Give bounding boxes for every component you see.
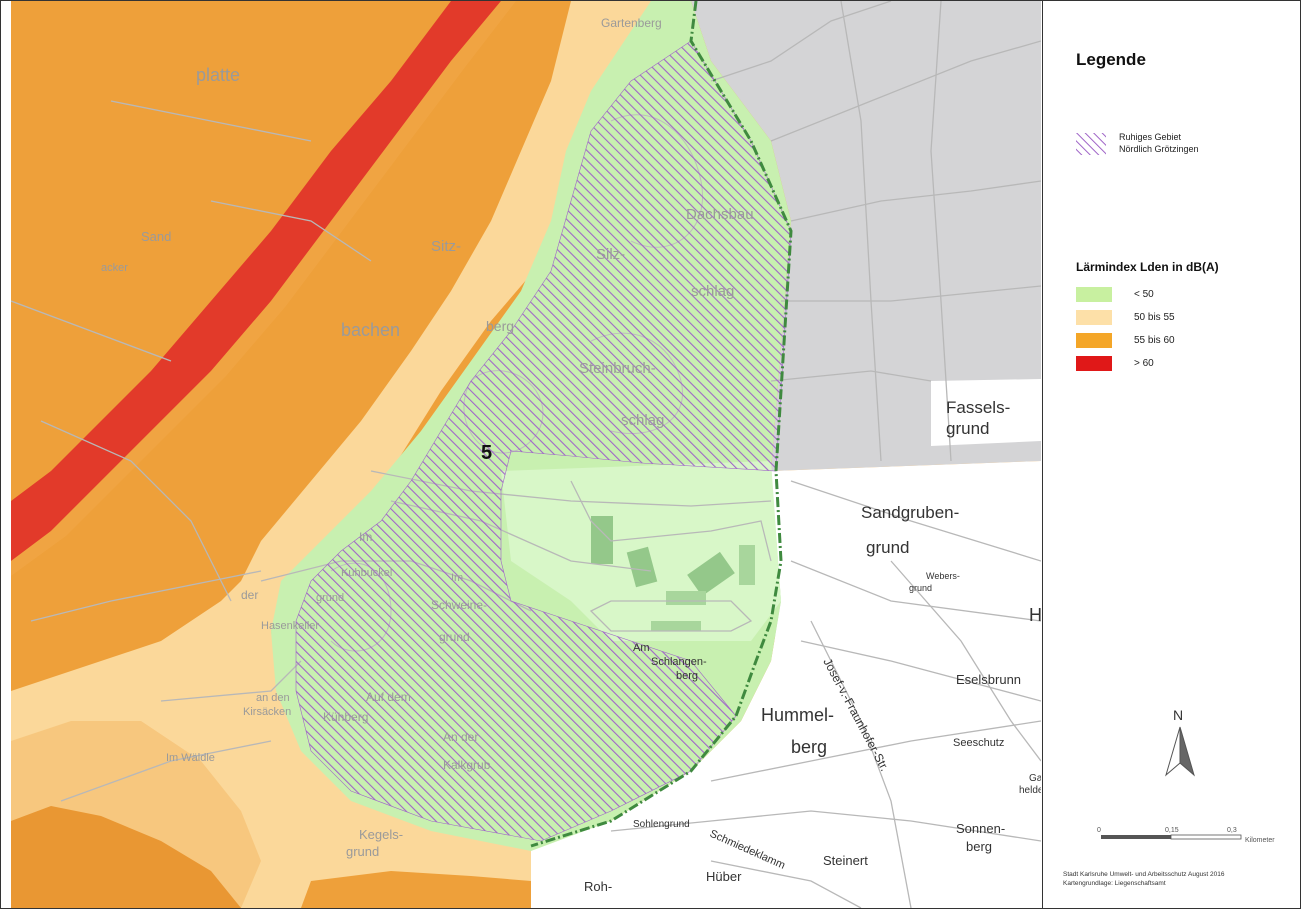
place-name: Hummel-: [761, 705, 834, 725]
place-name: schlag: [691, 283, 734, 300]
place-name: grund: [316, 592, 344, 604]
place-name: Sonnen-: [956, 821, 1005, 836]
place-name: Am: [633, 642, 650, 654]
noise-map[interactable]: 5 platte Gartenberg Sand acker Sitz- bac…: [11, 1, 1041, 908]
legend-swatch: [1076, 287, 1112, 302]
place-name: an den: [256, 692, 290, 704]
place-name: Fassels-: [946, 398, 1010, 417]
noise-zone-bottom-band: [301, 871, 531, 908]
building: [591, 516, 613, 564]
place-name: grund: [909, 583, 932, 593]
north-label: N: [1173, 707, 1184, 723]
credits-line-1: Stadt Karlsruhe Umwelt- und Arbeitsschut…: [1063, 871, 1225, 878]
place-name: H: [1029, 605, 1041, 625]
building: [626, 546, 658, 588]
building: [739, 545, 755, 585]
noise-zone-50-55-upper: [241, 1, 691, 581]
legend-class-label: < 50: [1134, 289, 1154, 300]
scale-tick-1: 0,15: [1165, 827, 1179, 834]
place-name: Gartenberg: [601, 16, 662, 30]
place-name: Seeschutz: [953, 737, 1004, 749]
place-name: Steinert: [823, 853, 868, 868]
map-credits: Stadt Karlsruhe Umwelt- und Arbeitsschut…: [1063, 870, 1298, 888]
place-name: Sohlengrund: [633, 819, 690, 830]
place-name: Roh-: [584, 879, 612, 894]
place-name: An der: [443, 730, 478, 744]
fasselsgrund-block: [931, 379, 1041, 446]
place-name: Sand: [141, 229, 171, 244]
area-number: 5: [481, 442, 492, 464]
noise-zone-lower-left-dark: [11, 806, 241, 908]
place-name: acker: [101, 262, 128, 274]
place-name: bachen: [341, 320, 400, 340]
north-arrow-icon: [1165, 726, 1195, 777]
legend-swatch: [1076, 333, 1112, 348]
place-name: Sitz-: [431, 238, 461, 255]
place-name: berg: [791, 737, 827, 757]
place-name: Kirsäcken: [243, 706, 291, 718]
residential-area: [531, 461, 1041, 908]
place-name: Kühberg: [323, 710, 368, 724]
legend-class-label: 50 bis 55: [1134, 312, 1175, 323]
building: [666, 591, 706, 605]
place-name: Auf dem: [366, 690, 411, 704]
place-name: helde: [1019, 785, 1041, 796]
place-name: Eselsbrunn: [956, 672, 1021, 687]
place-name: Webers-: [926, 571, 960, 581]
legend-class-label: > 60: [1134, 358, 1154, 369]
legend-swatch: [1076, 310, 1112, 325]
legend-swatch: [1076, 356, 1112, 371]
place-name: Kuhbuckel: [341, 567, 392, 579]
noise-index-title: Lärmindex Lden in dB(A): [1076, 260, 1219, 274]
building: [651, 621, 701, 631]
place-name: platte: [196, 65, 240, 85]
place-name: Hasenkeller: [261, 620, 319, 632]
place-name: der: [241, 588, 258, 602]
place-name: berg: [486, 318, 514, 334]
place-name: Silz-: [596, 246, 625, 263]
area-boundary: [530, 1, 793, 848]
place-name: schlag: [621, 412, 664, 429]
place-name: grund: [946, 419, 989, 438]
scale-tick-2: 0,3: [1227, 827, 1237, 834]
place-name: Im: [359, 530, 372, 544]
place-name: Im Wäldle: [166, 752, 215, 764]
place-name: Im: [451, 572, 463, 584]
place-name: berg: [676, 670, 698, 682]
place-name: grund: [346, 844, 379, 859]
legend-panel: Legende Ruhiges Gebiet Nördlich Grötzing…: [1042, 1, 1300, 908]
quiet-area-swatch: [1076, 133, 1106, 155]
building: [687, 551, 735, 597]
scale-unit: Kilometer: [1245, 837, 1275, 844]
place-name: Hüber: [706, 869, 742, 884]
place-name: grund: [439, 630, 470, 644]
place-name: Schlangen-: [651, 656, 707, 668]
credits-line-2: Kartengrundlage: Liegenschaftsamt: [1063, 880, 1166, 887]
place-name: Dachsbau: [686, 206, 754, 223]
noise-zone-over-60-edge: [11, 1, 516, 576]
legend-class-label: 55 bis 60: [1134, 335, 1175, 346]
quiet-area-noerdlich-groetzingen[interactable]: [295, 40, 792, 842]
legend-title: Legende: [1076, 50, 1146, 69]
place-name: grund: [866, 538, 909, 557]
forest-area: [691, 1, 1041, 471]
place-name: Sandgruben-: [861, 503, 959, 522]
place-name: Steinbruch-: [579, 360, 656, 377]
scale-tick-0: 0: [1097, 827, 1101, 834]
quiet-area-label-line-2: Nördlich Grötzingen: [1119, 144, 1199, 154]
place-name: Ga: [1029, 773, 1041, 784]
place-name: Kegels-: [359, 827, 403, 842]
noise-zone-over-60: [11, 1, 501, 561]
place-name: Kalkgrub: [443, 758, 491, 772]
scale-bar: [1101, 834, 1242, 840]
place-name: Schweine-: [431, 598, 487, 612]
quiet-area-label: Ruhiges Gebiet Nördlich Grötzingen: [1119, 131, 1199, 155]
place-name: berg: [966, 839, 992, 854]
quiet-area-label-line-1: Ruhiges Gebiet: [1119, 132, 1182, 142]
